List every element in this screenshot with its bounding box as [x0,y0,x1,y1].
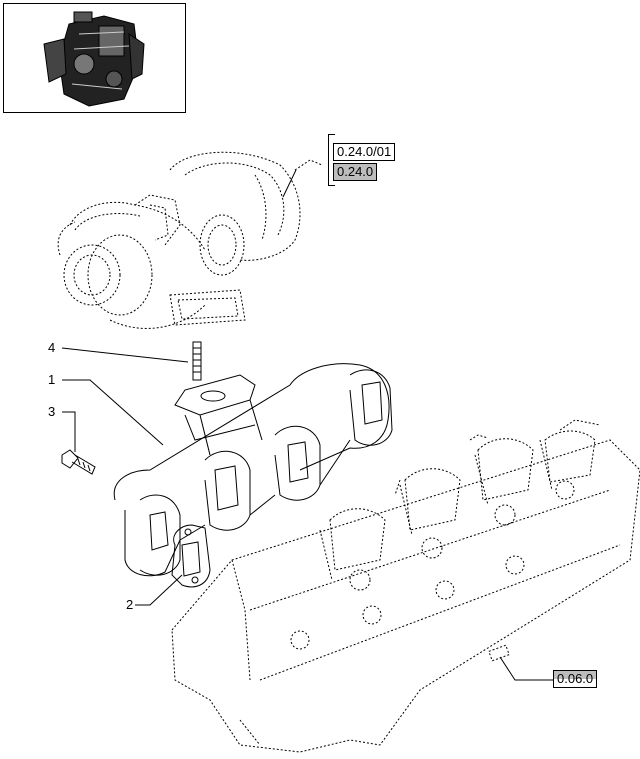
callout-2: 2 [126,597,134,612]
exhaust-manifold-drawing [113,363,393,577]
cylinder-head-drawing [171,419,640,753]
callout-3: 3 [48,404,56,419]
leader-line-turbo-ref [282,169,297,198]
callout-1: 1 [48,372,56,387]
gasket-drawing [171,524,211,588]
engine-thumbnail-frame [3,3,186,113]
leader-line-4 [61,347,189,363]
ref-box-turbo-1[interactable]: 0.24.0/01 [333,143,396,161]
engine-thumbnail-icon [43,11,145,107]
leader-line-2 [135,574,183,606]
turbocharger-drawing [57,151,323,329]
bolt-drawing [61,449,96,475]
stud-drawing [192,341,202,381]
leader-line-3 [62,411,76,452]
ref-box-turbo-2[interactable]: 0.24.0 [333,163,378,181]
leader-line-head-ref [499,656,553,681]
leader-line-1 [62,379,164,446]
leader-lines [61,169,553,681]
callout-4: 4 [48,340,56,355]
turbo-ref-bracket [328,134,335,186]
ref-box-head[interactable]: 0.06.0 [553,670,598,688]
